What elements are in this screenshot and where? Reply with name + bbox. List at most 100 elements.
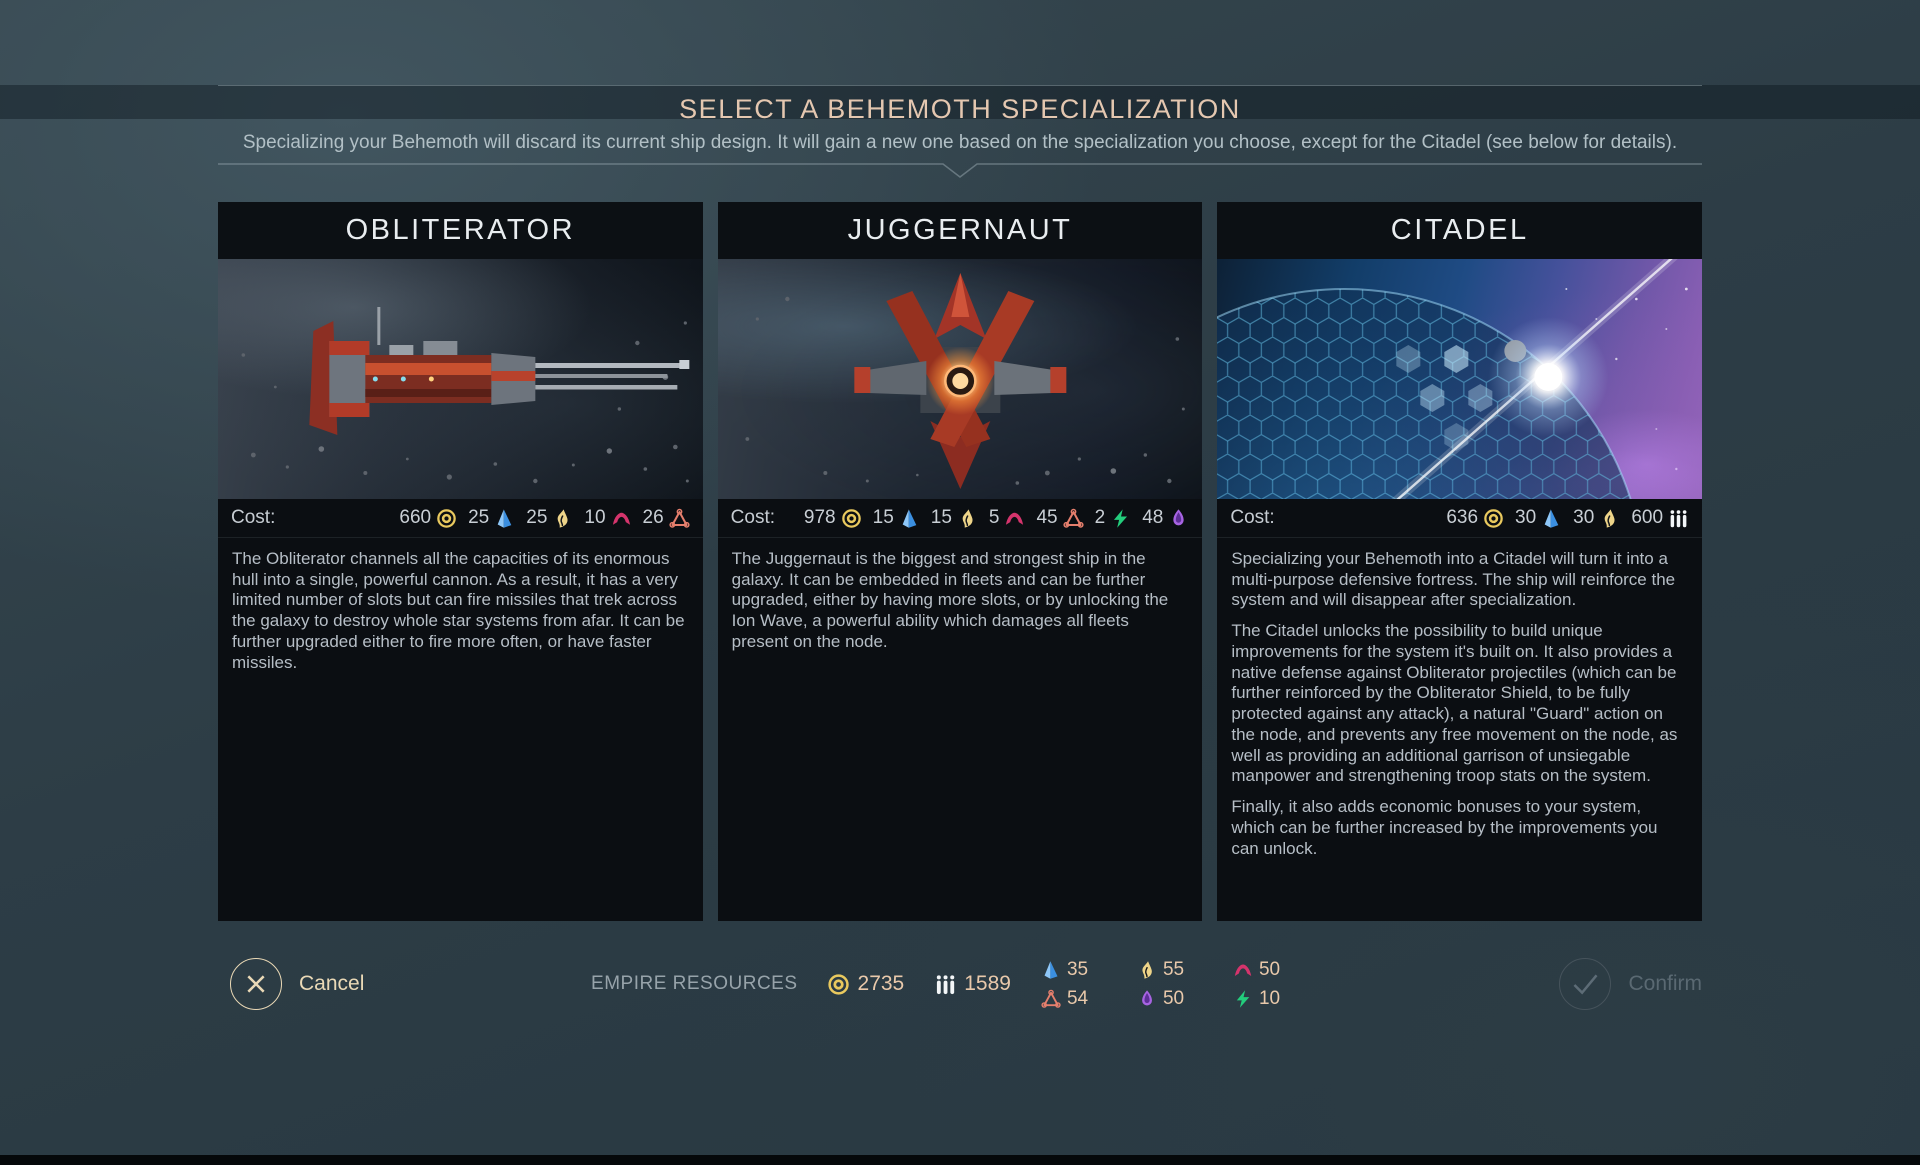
strategic-orichalcix: 10 xyxy=(1233,988,1329,1010)
strategic-value: 10 xyxy=(1258,987,1281,1009)
bottom-edge-bar xyxy=(0,1155,1920,1165)
cost-titanium: 25 xyxy=(468,507,515,529)
check-icon xyxy=(1559,958,1612,1010)
cost-items: 660 25 25 10 26 xyxy=(388,507,689,529)
manpower-icon xyxy=(934,973,957,996)
empire-resources: EMPIRE RESOURCES 2735 1589 35 55 50 54 5… xyxy=(591,959,1329,1010)
card-title: JUGGERNAUT xyxy=(847,214,1073,246)
dialog-subtitle: Specializing your Behemoth will discard … xyxy=(242,132,1678,153)
dust-total: 2735 xyxy=(828,972,904,996)
cost-label: Cost: xyxy=(730,507,776,528)
cost-dust: 636 xyxy=(1446,507,1504,529)
adamantian-icon xyxy=(611,508,632,529)
hyperium-icon xyxy=(552,508,573,529)
dust-icon xyxy=(1483,508,1504,529)
strategic-value: 50 xyxy=(1258,958,1281,980)
obliterator-ship-art xyxy=(241,307,690,484)
hyperium-icon xyxy=(1137,960,1157,980)
card-description: The Obliterator channels all the capacit… xyxy=(218,538,703,683)
cancel-button[interactable]: Cancel xyxy=(230,958,364,1010)
quadrinix-icon xyxy=(1063,508,1084,529)
cost-row: Cost: 978 15 15 5 45 2 48 xyxy=(717,499,1203,538)
strategic-resources-grid: 35 55 50 54 50 10 xyxy=(1041,959,1329,1010)
header-divider-notch xyxy=(218,163,1702,178)
header-top-rule xyxy=(218,85,1702,86)
quadrinix-icon xyxy=(1041,989,1061,1009)
titanium-icon xyxy=(1041,960,1061,980)
card-obliterator[interactable]: OBLITERATOR xyxy=(218,202,703,921)
quadrinix-icon xyxy=(669,508,690,529)
strategic-value: 35 xyxy=(1066,958,1089,980)
card-description: Specializing your Behemoth into a Citade… xyxy=(1217,538,1702,869)
card-title: CITADEL xyxy=(1390,214,1529,246)
cost-value: 15 xyxy=(930,507,952,528)
citadel-sphere-image xyxy=(1217,259,1703,499)
cost-value: 48 xyxy=(1142,507,1164,528)
strategic-adamantian: 50 xyxy=(1233,959,1329,981)
strategic-titanium: 35 xyxy=(1041,959,1137,981)
cost-row: Cost: 660 25 25 10 26 xyxy=(218,499,703,538)
close-icon xyxy=(230,958,282,1010)
cost-value: 10 xyxy=(584,507,606,528)
dialog-title: SELECT A BEHEMOTH SPECIALIZATION xyxy=(679,94,1241,124)
orichalcix-icon xyxy=(1110,508,1131,529)
cost-value: 45 xyxy=(1036,507,1058,528)
card-header: JUGGERNAUT xyxy=(717,202,1203,259)
dust-icon xyxy=(828,973,851,996)
manpower-value: 1589 xyxy=(964,972,1011,995)
cost-value: 5 xyxy=(988,507,1000,528)
cost-value: 600 xyxy=(1631,507,1664,528)
description-paragraph: Specializing your Behemoth into a Citade… xyxy=(1231,549,1676,610)
card-header: OBLITERATOR xyxy=(218,202,703,259)
manpower-icon xyxy=(1668,508,1689,529)
card-juggernaut[interactable]: JUGGERNAUT xyxy=(717,202,1203,921)
orichalcix-icon xyxy=(1233,989,1253,1009)
cost-orichalcix: 2 xyxy=(1095,507,1132,529)
specialization-cards: OBLITERATOR xyxy=(218,202,1703,921)
strategic-hyperium: 55 xyxy=(1137,959,1233,981)
antimatter-icon xyxy=(1137,989,1157,1009)
description-paragraph: The Citadel unlocks the possibility to b… xyxy=(1231,621,1678,786)
dust-icon xyxy=(436,508,457,529)
strategic-value: 55 xyxy=(1162,958,1185,980)
cost-titanium: 15 xyxy=(873,507,920,529)
titanium-icon xyxy=(494,508,515,529)
cost-value: 25 xyxy=(526,507,548,528)
empire-resources-label: EMPIRE RESOURCES xyxy=(591,973,798,994)
cost-titanium: 30 xyxy=(1515,507,1562,529)
obliterator-ship-image xyxy=(218,259,703,499)
strategic-value: 50 xyxy=(1162,987,1185,1009)
cost-items: 636 30 30 600 xyxy=(1435,507,1689,529)
cost-value: 660 xyxy=(399,507,432,528)
description-paragraph: The Obliterator channels all the capacit… xyxy=(232,549,685,672)
cost-value: 2 xyxy=(1094,507,1106,528)
strategic-quadrinix: 54 xyxy=(1041,988,1137,1010)
cost-quadrinix: 26 xyxy=(643,507,690,529)
card-title: OBLITERATOR xyxy=(345,214,576,246)
cost-row: Cost: 636 30 30 600 xyxy=(1217,499,1703,538)
cancel-label: Cancel xyxy=(299,972,365,995)
dust-icon xyxy=(841,508,862,529)
cost-items: 978 15 15 5 45 2 48 xyxy=(793,507,1189,529)
cost-hyperium: 15 xyxy=(931,507,978,529)
cost-antimatter: 48 xyxy=(1142,507,1189,529)
cost-hyperium: 30 xyxy=(1573,507,1620,529)
cost-quadrinix: 45 xyxy=(1036,507,1083,529)
titanium-icon xyxy=(1541,508,1562,529)
manpower-total: 1589 xyxy=(934,972,1011,996)
confirm-label: Confirm xyxy=(1628,972,1702,995)
hyperium-icon xyxy=(1599,508,1620,529)
antimatter-icon xyxy=(1168,508,1189,529)
cost-value: 25 xyxy=(468,507,490,528)
confirm-button[interactable]: Confirm xyxy=(1559,958,1702,1010)
cost-value: 26 xyxy=(642,507,664,528)
cost-value: 15 xyxy=(872,507,894,528)
adamantian-icon xyxy=(1004,508,1025,529)
card-citadel[interactable]: CITADEL xyxy=(1217,202,1703,921)
cost-value: 636 xyxy=(1446,507,1479,528)
behemoth-specialization-dialog: SELECT A BEHEMOTH SPECIALIZATION Special… xyxy=(218,85,1703,1021)
cost-value: 30 xyxy=(1573,507,1595,528)
footer: Cancel EMPIRE RESOURCES 2735 1589 35 55 … xyxy=(218,947,1702,1021)
adamantian-icon xyxy=(1233,960,1253,980)
card-header: CITADEL xyxy=(1217,202,1703,259)
